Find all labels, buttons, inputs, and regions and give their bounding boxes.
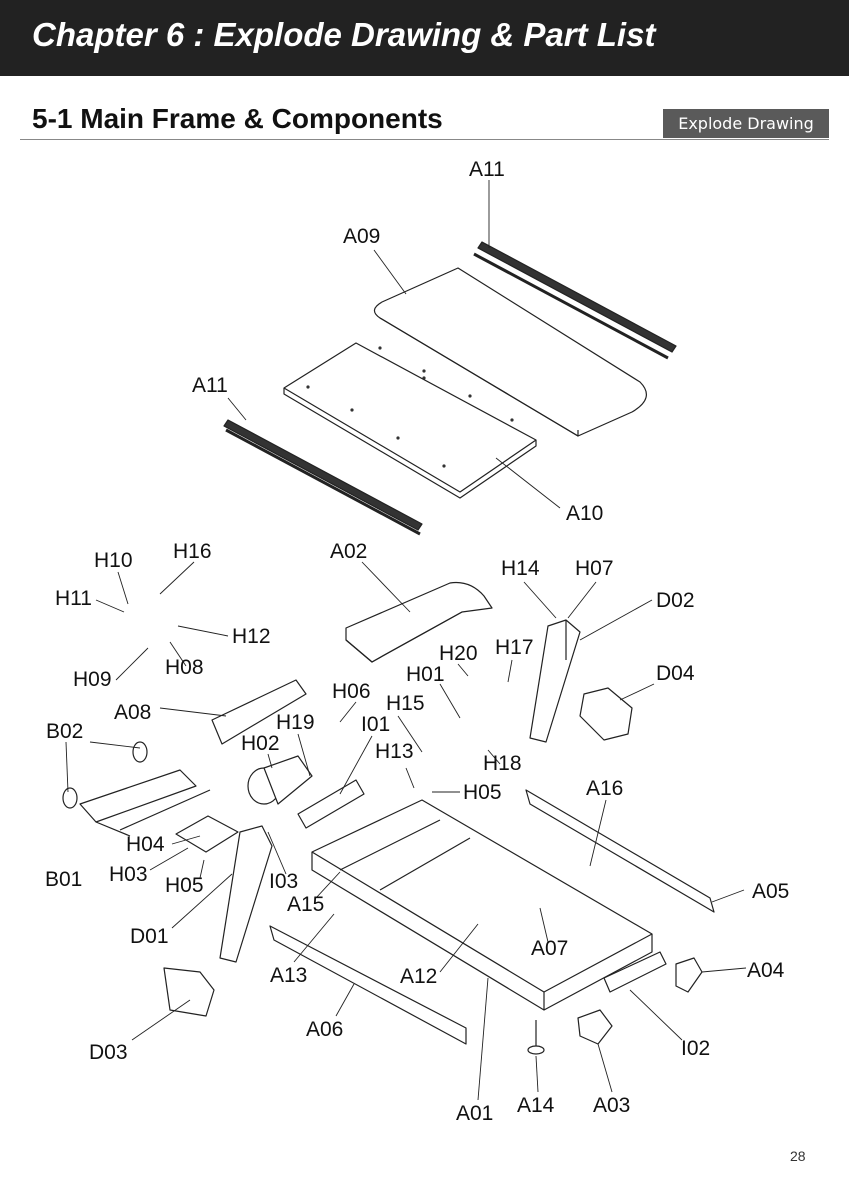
callout-h02: H02 <box>241 732 280 755</box>
callout-h09: H09 <box>73 668 112 691</box>
callout-a06: A06 <box>306 1018 343 1041</box>
callout-d02: D02 <box>656 589 695 612</box>
callout-a05: A05 <box>752 880 789 903</box>
callout-a04: A04 <box>747 959 785 982</box>
callout-a11-top: A11 <box>469 158 505 181</box>
callout-a02: A02 <box>330 540 367 563</box>
callout-h05-right: H05 <box>463 781 502 804</box>
callout-h16: H16 <box>173 540 212 563</box>
end-cap-a03 <box>577 1009 613 1045</box>
callout-a01: A01 <box>456 1102 493 1125</box>
callout-a09: A09 <box>343 225 380 248</box>
callout-a08: A08 <box>114 701 151 724</box>
roller-frame-b01 <box>62 741 211 837</box>
roller-i01 <box>297 779 365 829</box>
callout-d01: D01 <box>130 925 169 948</box>
callout-i02: I02 <box>681 1037 710 1060</box>
page-number: 28 <box>790 1148 806 1164</box>
section-divider <box>20 139 829 140</box>
callout-a12: A12 <box>400 965 437 988</box>
roller-i02 <box>603 951 667 993</box>
callout-h10: H10 <box>94 549 133 572</box>
callout-i01: I01 <box>361 713 390 736</box>
callout-b01: B01 <box>45 868 82 891</box>
main-frame-a01 <box>311 799 653 1011</box>
callout-d04: D04 <box>656 662 695 685</box>
callout-h05-left: H05 <box>165 874 204 897</box>
bracket-d04 <box>579 687 633 741</box>
callout-h15: H15 <box>386 692 425 715</box>
callout-h18: H18 <box>483 752 522 775</box>
callout-h01: H01 <box>406 663 445 686</box>
callout-a11-left: A11 <box>192 374 228 397</box>
explode-drawing-badge: Explode Drawing <box>663 109 829 138</box>
callout-h14: H14 <box>501 557 540 580</box>
foot-a14 <box>527 1020 545 1055</box>
callout-h19: H19 <box>276 711 315 734</box>
callout-a03: A03 <box>593 1094 630 1117</box>
callout-h11: H11 <box>55 587 92 610</box>
callout-i03: I03 <box>269 870 298 893</box>
callout-a15: A15 <box>287 893 324 916</box>
callout-a07: A07 <box>531 937 568 960</box>
motor-cover-a02 <box>345 581 493 663</box>
section-title: 5-1 Main Frame & Components <box>32 103 443 134</box>
callout-a13: A13 <box>270 964 307 987</box>
motor-plate-h03 <box>175 815 239 853</box>
callout-h13: H13 <box>375 740 414 763</box>
chapter-banner: Chapter 6 : Explode Drawing & Part List <box>0 0 849 76</box>
callout-h08: H08 <box>165 656 204 679</box>
callout-d03: D03 <box>89 1041 128 1064</box>
side-bracket-a08 <box>211 679 307 745</box>
side-rail-a06 <box>269 925 467 1045</box>
end-cap-a04 <box>675 957 703 993</box>
callout-h17: H17 <box>495 636 534 659</box>
callout-h20: H20 <box>439 642 478 665</box>
chapter-title: Chapter 6 : Explode Drawing & Part List <box>32 16 656 53</box>
callout-a16: A16 <box>586 777 623 800</box>
callout-b02: B02 <box>46 720 83 743</box>
rail-a11-top <box>473 241 677 360</box>
callout-h04: H04 <box>126 833 165 856</box>
upright-d01 <box>219 825 273 963</box>
deck-board-a09 <box>373 267 647 437</box>
callout-h07: H07 <box>575 557 614 580</box>
callout-h06: H06 <box>332 680 371 703</box>
upright-d02 <box>529 619 581 743</box>
plate-d03 <box>163 967 215 1017</box>
side-rail-a05 <box>525 789 715 913</box>
motor-h02 <box>247 755 313 805</box>
underlay-board-a10 <box>283 342 537 499</box>
callout-a10: A10 <box>566 502 603 525</box>
callout-h03: H03 <box>109 863 148 886</box>
rail-a11-left <box>223 419 423 536</box>
callout-a14: A14 <box>517 1094 555 1117</box>
callout-h12: H12 <box>232 625 271 648</box>
